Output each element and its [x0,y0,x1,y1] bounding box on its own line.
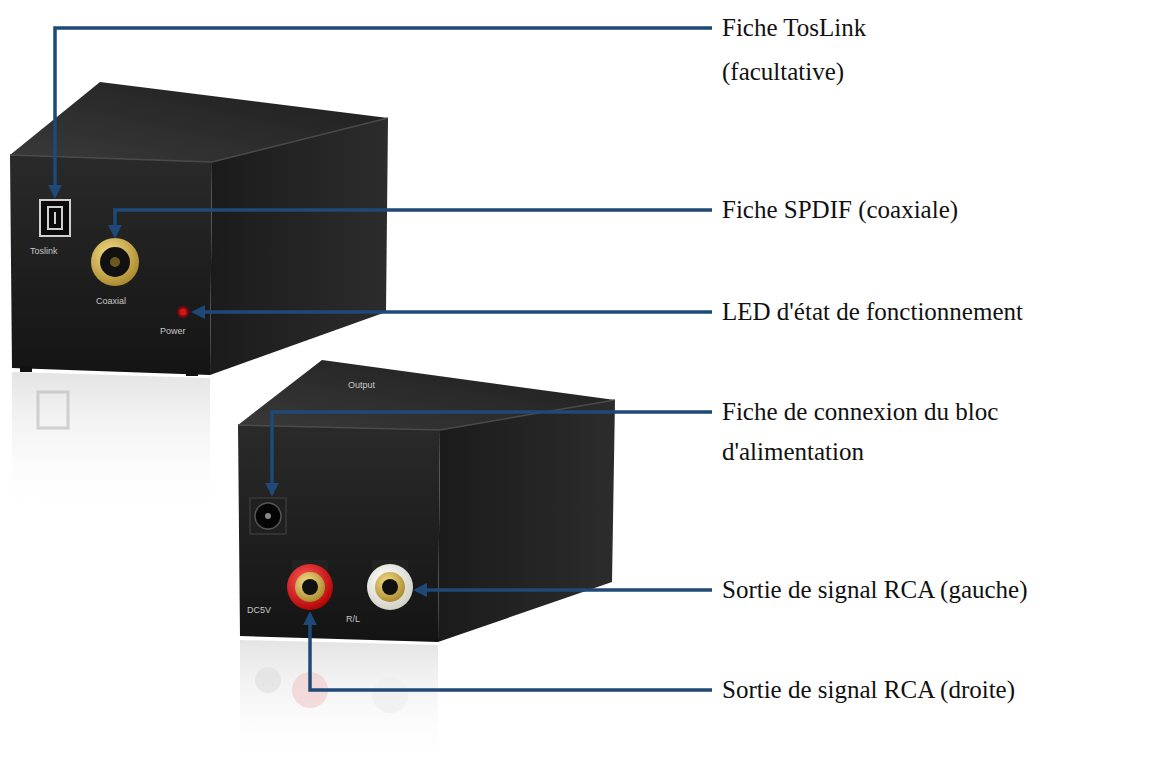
callout-label: Fiche de connexion du bloc d'alimentatio… [722,392,1052,472]
callout-label: LED d'état de fonctionnement [722,292,1152,332]
converter-box-front-view [10,82,388,376]
converter-box-rear-view [238,360,615,642]
callout-label: Sortie de signal RCA (gauche) [722,570,1152,610]
leader-line [194,310,712,314]
port-marking: Output [348,380,375,391]
port-marking: Coaxial [96,296,126,307]
callout-label: Fiche SPDIF (coaxiale) [722,190,1152,230]
port-marking: Toslink [30,246,58,257]
port-marking: DC5V [247,605,271,616]
callout-label: Fiche TosLink (facultative) [722,6,962,94]
leader-line [115,210,712,236]
leader-line [310,614,712,690]
leader-line [55,28,712,196]
leader-line [272,412,712,494]
port-marking: Power [160,326,186,337]
callout-label: Sortie de signal RCA (droite) [722,670,1152,710]
leader-line [416,588,712,592]
port-marking: R/L [346,614,360,625]
leader-lines [55,28,712,690]
